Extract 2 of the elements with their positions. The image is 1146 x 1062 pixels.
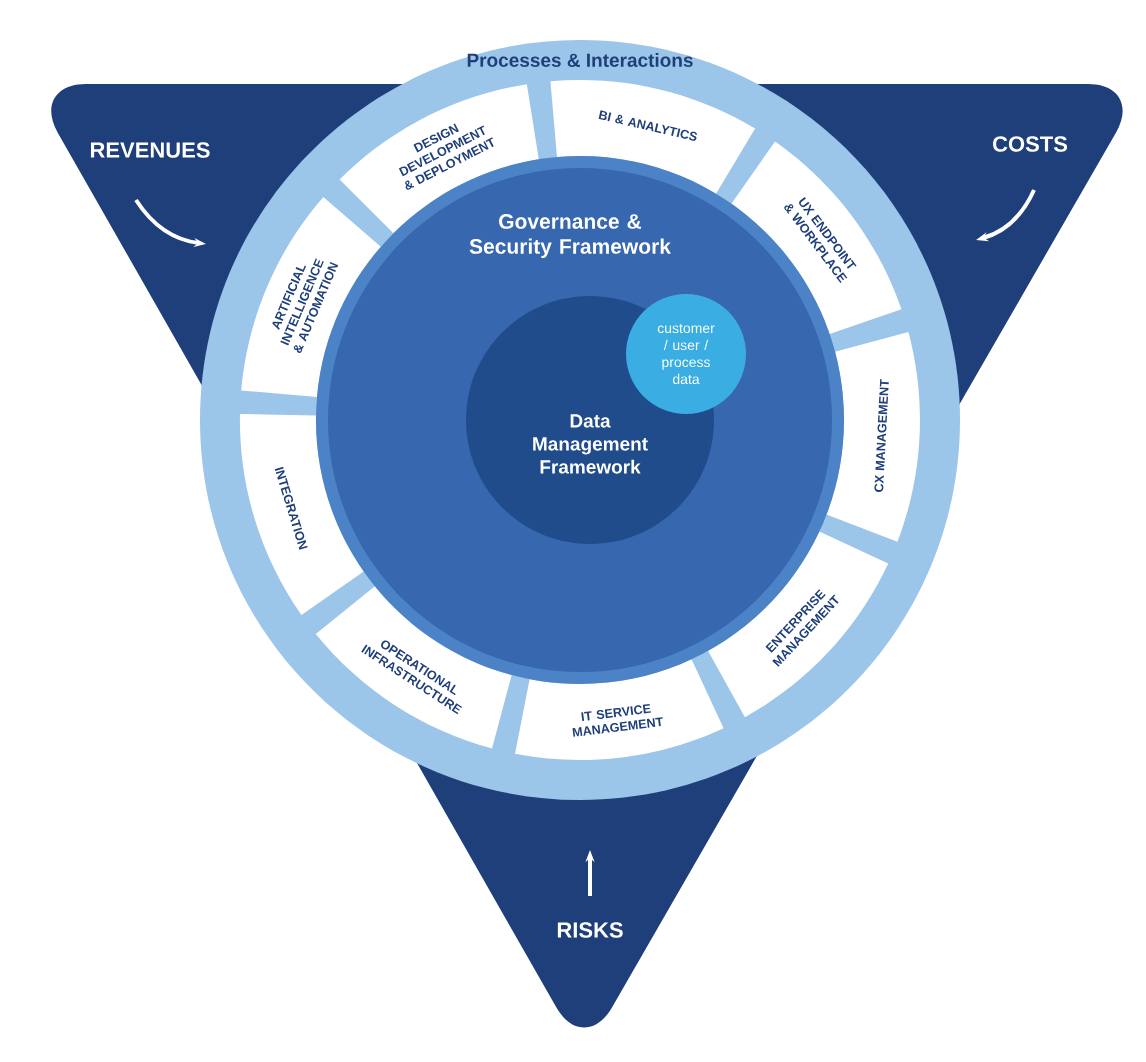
corner-label: COSTS xyxy=(993,136,1068,152)
corner-label: RISKS xyxy=(557,922,623,938)
